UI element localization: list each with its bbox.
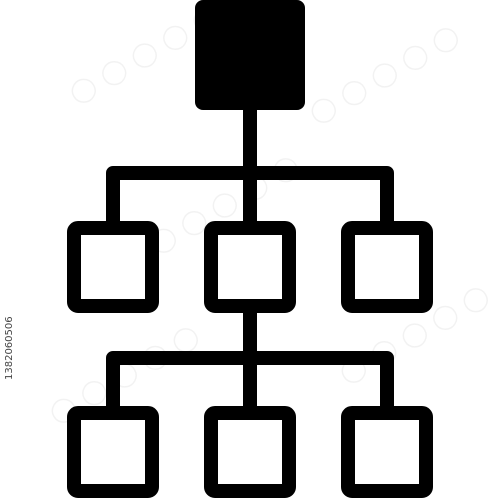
stock-image-id: 1382060506 xyxy=(4,316,15,380)
bottom-row-nodes xyxy=(67,406,433,498)
connector-middle-to-bottom xyxy=(106,299,394,420)
middle-row-nodes xyxy=(67,221,433,313)
middle-node-center-icon xyxy=(204,221,296,313)
middle-node-left-icon xyxy=(67,221,159,313)
bottom-node-center-icon xyxy=(204,406,296,498)
root-node-icon xyxy=(195,0,305,110)
bottom-node-right-icon xyxy=(341,406,433,498)
bottom-node-left-icon xyxy=(67,406,159,498)
connector-root-to-middle xyxy=(106,103,394,235)
middle-node-right-icon xyxy=(341,221,433,313)
